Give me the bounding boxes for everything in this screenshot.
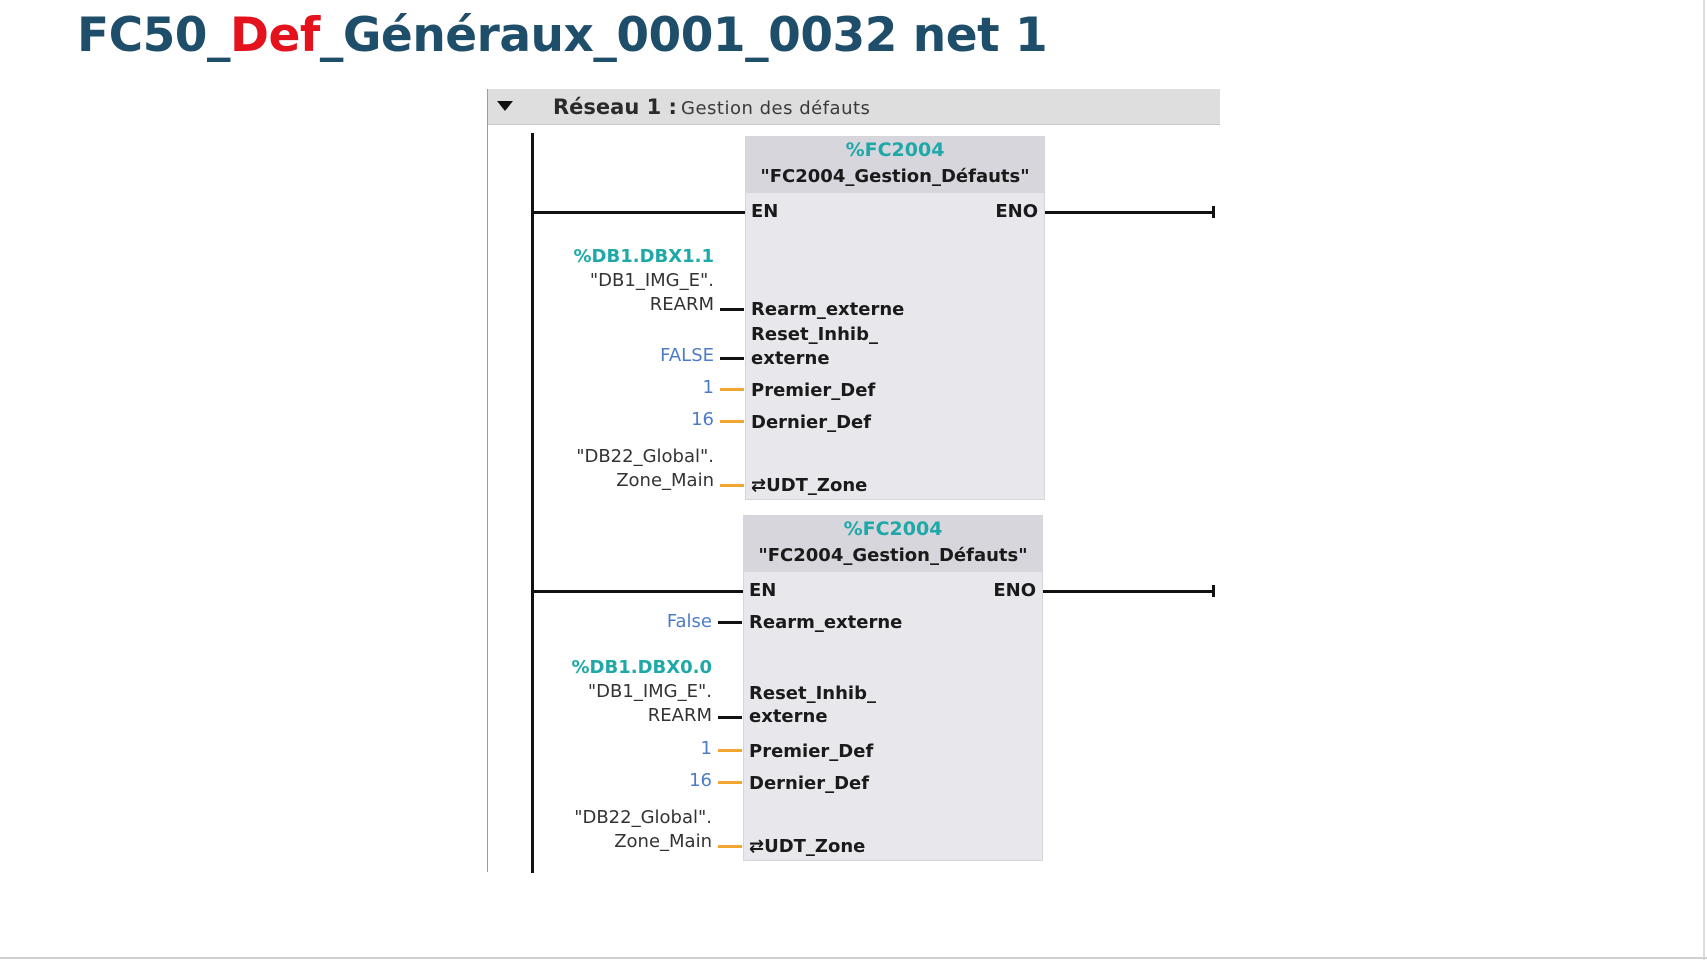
block2-pin-udt: ⇄UDT_Zone [749, 836, 866, 857]
block2-premier-stub [718, 749, 742, 752]
block2-header: %FC2004 "FC2004_Gestion_Défauts" [744, 516, 1042, 572]
block2-pin-reset-line2: externe [749, 706, 828, 727]
block2-pin-premier: Premier_Def [749, 741, 874, 762]
block2-name: "FC2004_Gestion_Défauts" [758, 545, 1028, 566]
block2-en-pin: EN [749, 580, 777, 601]
block1-pin-rearm: Rearm_externe [751, 299, 905, 320]
block1-pin-udt: ⇄UDT_Zone [751, 475, 868, 496]
slide-bottom-border [0, 957, 1707, 959]
network-comment[interactable]: Gestion des défauts [681, 98, 871, 119]
left-power-rail [531, 133, 534, 873]
block1-pin-reset-line1: Reset_Inhib_ [751, 324, 878, 345]
block2-premier-constant[interactable]: 1 [700, 738, 712, 759]
block2-dernier-stub [718, 781, 742, 784]
block2-eno-pin: ENO [993, 580, 1036, 601]
block2-pin-reset-line1: Reset_Inhib_ [749, 683, 876, 704]
title-accent: Def [230, 8, 320, 63]
block1-header: %FC2004 "FC2004_Gestion_Défauts" [746, 137, 1044, 193]
block2-udt-stub [718, 845, 742, 848]
block1-eno-wire-end [1212, 206, 1215, 218]
block1-pin-dernier: Dernier_Def [751, 412, 872, 433]
block1-pin-reset-line2: externe [751, 348, 830, 369]
block1-rearm-db[interactable]: "DB1_IMG_E". [589, 270, 714, 291]
block2-rearm-stub [718, 621, 742, 624]
block1-udt-stub [720, 484, 744, 487]
block1-en-pin: EN [751, 201, 779, 222]
title-suffix: _Généraux_0001_0032 net 1 [319, 8, 1048, 63]
network-label: Réseau 1 : [553, 95, 677, 119]
block2-rearm-constant[interactable]: False [666, 611, 712, 632]
block2-reset-stub [718, 716, 742, 719]
block1-reset-stub [720, 357, 744, 360]
block2-en-wire [533, 590, 744, 593]
block2-dernier-constant[interactable]: 16 [689, 770, 712, 791]
network-header[interactable]: Réseau 1 : Gestion des défauts [487, 89, 1220, 125]
function-block-1[interactable]: %FC2004 "FC2004_Gestion_Défauts" EN ENO … [745, 136, 1045, 500]
block2-eno-wire [1041, 590, 1214, 593]
block2-udt-member[interactable]: Zone_Main [614, 831, 712, 852]
slide-title: FC50_Def_Généraux_0001_0032 net 1 [77, 8, 1048, 63]
block2-pin-dernier: Dernier_Def [749, 773, 870, 794]
block1-eno-pin: ENO [995, 201, 1038, 222]
block1-premier-constant[interactable]: 1 [702, 377, 714, 398]
block1-eno-wire [1043, 211, 1214, 214]
function-block-2[interactable]: %FC2004 "FC2004_Gestion_Défauts" EN ENO … [743, 515, 1043, 861]
block1-rearm-address[interactable]: %DB1.DBX1.1 [573, 246, 714, 267]
block1-udt-member[interactable]: Zone_Main [616, 470, 714, 491]
block1-rearm-member[interactable]: REARM [649, 294, 714, 315]
title-prefix: FC50_ [77, 8, 231, 63]
block2-reset-db[interactable]: "DB1_IMG_E". [587, 681, 712, 702]
block1-rearm-stub [720, 308, 744, 311]
block1-dernier-stub [720, 420, 744, 423]
slide-right-border [1703, 0, 1705, 960]
editor-left-border [487, 89, 488, 872]
block1-dernier-constant[interactable]: 16 [691, 409, 714, 430]
block2-address: %FC2004 [843, 518, 943, 540]
block1-premier-stub [720, 388, 744, 391]
block1-name: "FC2004_Gestion_Défauts" [760, 166, 1030, 187]
block2-reset-member[interactable]: REARM [647, 705, 712, 726]
block1-address: %FC2004 [845, 139, 945, 161]
block1-reset-constant[interactable]: FALSE [660, 345, 714, 366]
block2-eno-wire-end [1212, 585, 1215, 597]
block1-pin-premier: Premier_Def [751, 380, 876, 401]
block1-en-wire [533, 211, 746, 214]
block2-pin-rearm: Rearm_externe [749, 612, 903, 633]
block1-udt-db[interactable]: "DB22_Global". [576, 446, 714, 467]
block2-reset-address[interactable]: %DB1.DBX0.0 [571, 657, 712, 678]
collapse-triangle-icon[interactable] [497, 101, 513, 111]
block2-udt-db[interactable]: "DB22_Global". [574, 807, 712, 828]
